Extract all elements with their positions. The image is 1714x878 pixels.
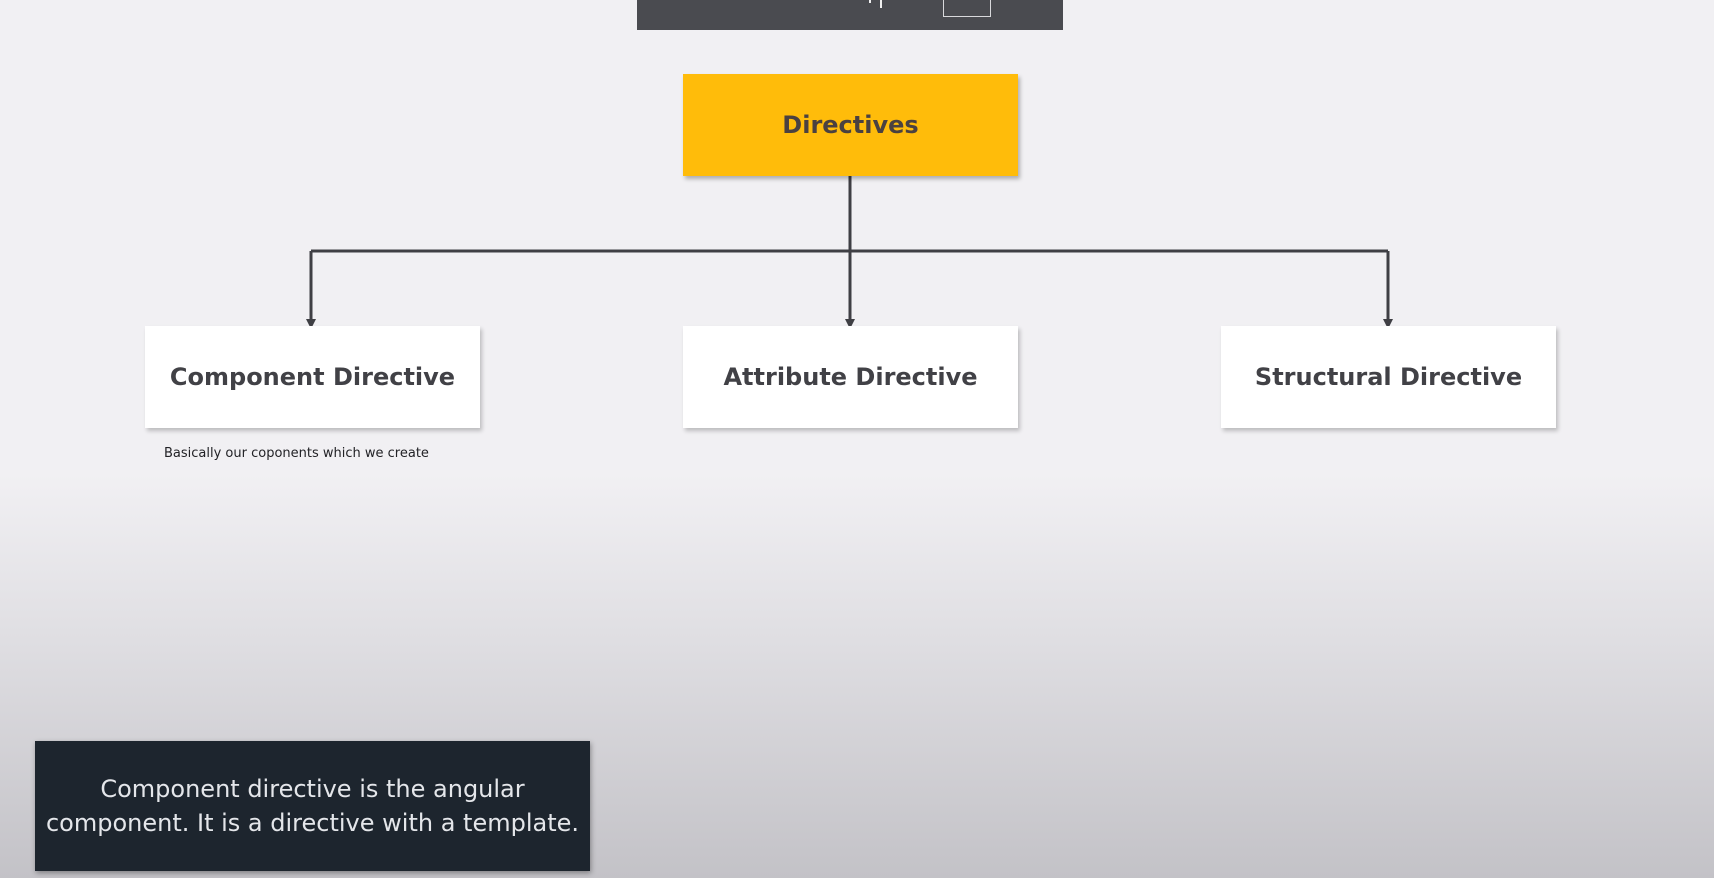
node-structural-directive: Structural Directive	[1221, 326, 1556, 428]
toolbar-button[interactable]	[943, 0, 991, 17]
subtitle-caption: Component directive is the angular compo…	[35, 741, 590, 871]
node-directives-label: Directives	[782, 111, 919, 139]
toolbar-cursor-mark	[880, 0, 882, 8]
node-component-directive-label: Component Directive	[169, 363, 456, 391]
component-note: Basically our coponents which we create	[164, 446, 429, 461]
node-structural-directive-label: Structural Directive	[1254, 363, 1523, 391]
subtitle-caption-text: Component directive is the angular compo…	[45, 775, 579, 837]
node-component-directive: Component Directive	[145, 326, 480, 428]
node-attribute-directive: Attribute Directive	[683, 326, 1018, 428]
toolbar-mark	[869, 0, 871, 3]
node-attribute-directive-label: Attribute Directive	[723, 363, 978, 391]
video-top-toolbar	[637, 0, 1063, 30]
node-directives: Directives	[683, 74, 1018, 176]
